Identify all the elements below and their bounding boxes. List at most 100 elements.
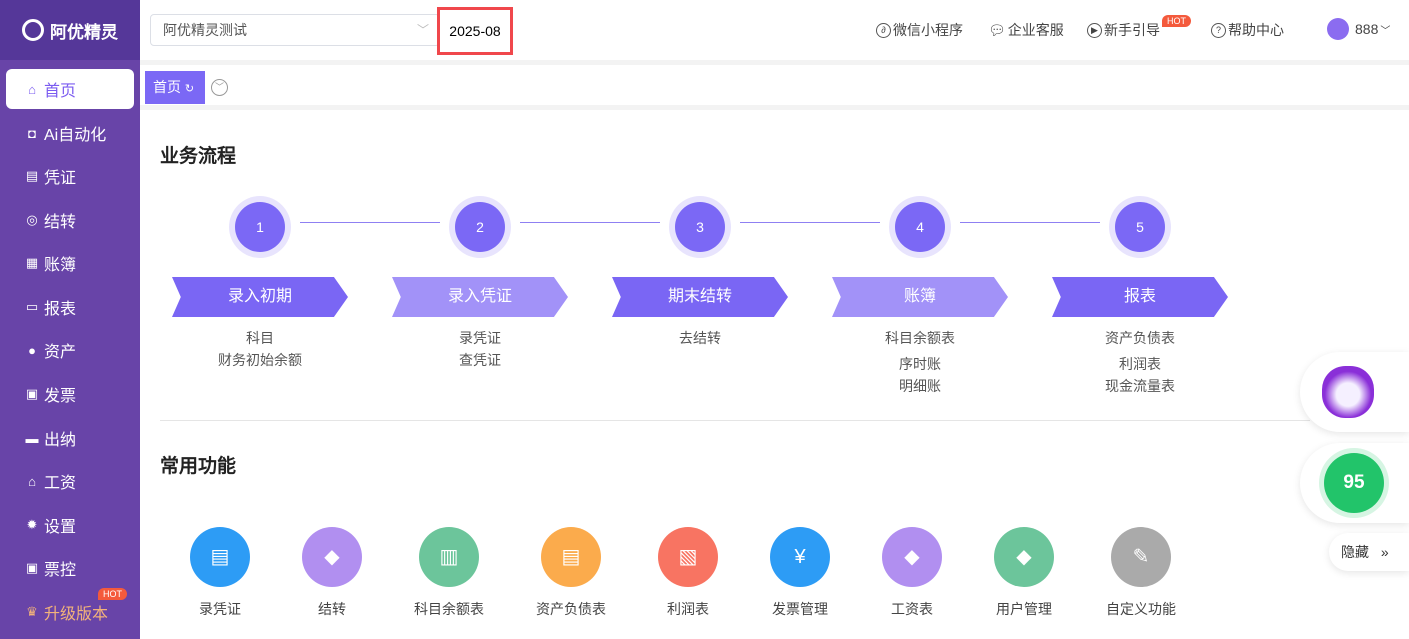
step-link[interactable]: 去结转 <box>679 330 721 346</box>
report-icon: ▭ <box>25 299 39 314</box>
user-name: 888 <box>1355 21 1379 37</box>
voucher-icon: ▤ <box>25 168 39 183</box>
step-link[interactable]: 明细账 <box>899 378 941 394</box>
step-link[interactable]: 现金流量表 <box>1105 378 1175 394</box>
step-number: 3 <box>675 202 725 252</box>
tab-home[interactable]: 首页 ↻ <box>145 71 205 104</box>
period-picker[interactable]: 2025-08 <box>437 7 513 55</box>
health-score-button[interactable]: 95 <box>1300 443 1409 523</box>
sidebar-item-10[interactable]: ✹设置 <box>6 505 134 545</box>
step-link[interactable]: 录凭证 <box>459 330 501 346</box>
help-center-link[interactable]: ?帮助中心 <box>1211 20 1284 40</box>
step-links: 去结转 <box>612 327 788 349</box>
user-menu[interactable]: 888﹀ <box>1327 18 1390 40</box>
function-item[interactable]: ◆结转 <box>272 527 392 619</box>
step-connector <box>740 222 880 223</box>
chevron-down-icon: ﹀ <box>416 23 429 37</box>
step-links: 录凭证查凭证 <box>392 327 568 371</box>
function-icon: ¥ <box>770 527 830 587</box>
step-link[interactable]: 查凭证 <box>459 352 501 368</box>
step-banner[interactable]: 录入初期 <box>172 277 348 317</box>
function-item[interactable]: ▥科目余额表 <box>389 527 509 619</box>
step-connector <box>300 222 440 223</box>
step-number: 1 <box>235 202 285 252</box>
chevron-down-icon: ﹀ <box>1380 25 1391 37</box>
step-link[interactable]: 资产负债表 <box>1105 330 1175 346</box>
hide-button[interactable]: 隐藏 » <box>1329 533 1409 571</box>
sidebar-item-11[interactable]: ▣票控 <box>6 548 134 588</box>
function-item[interactable]: ▤资产负债表 <box>511 527 631 619</box>
step-banner[interactable]: 期末结转 <box>612 277 788 317</box>
step-links: 资产负债表利润表现金流量表 <box>1052 327 1228 397</box>
sidebar-item-1[interactable]: ◘Ai自动化 <box>6 113 134 153</box>
sidebar-item-label: 发票 <box>44 388 77 405</box>
score-badge: 95 <box>1324 453 1384 513</box>
step-link[interactable]: 科目余额表 <box>885 330 955 346</box>
sidebar-item-5[interactable]: ▭报表 <box>6 287 134 327</box>
step-connector <box>520 222 660 223</box>
function-item[interactable]: ▧ 利润表 <box>628 527 748 619</box>
sidebar-item-label: 票控 <box>44 562 77 579</box>
step-link[interactable]: 序时账 <box>899 356 941 372</box>
function-item[interactable]: ◆用户管理 <box>964 527 1084 619</box>
wechat-mini-program-link[interactable]: ∂微信小程序 <box>876 20 963 40</box>
function-item[interactable]: ▤ 录凭证 <box>160 527 280 619</box>
logo: 阿优精灵 <box>0 0 140 60</box>
step-link[interactable]: 科目 <box>246 330 274 346</box>
divider <box>160 420 1310 421</box>
company-select[interactable]: 阿优精灵测试 ﹀ <box>150 14 440 46</box>
asset-icon: ● <box>28 342 36 358</box>
sidebar-item-3[interactable]: ◎结转 <box>6 200 134 240</box>
chat-icon: 💬︎ <box>988 21 1006 38</box>
function-icon: ✎ <box>1111 527 1171 587</box>
function-icon: ▤ <box>190 527 250 587</box>
function-label: 利润表 <box>667 601 709 617</box>
sidebar-item-6[interactable]: ● 资产 <box>6 330 134 370</box>
function-icon: ◆ <box>302 527 362 587</box>
function-label: 资产负债表 <box>536 601 606 617</box>
workflow-title: 业务流程 <box>160 146 237 167</box>
tab-label: 首页 <box>153 79 181 95</box>
sidebar-item-8[interactable]: ▬出纳 <box>6 418 134 458</box>
double-chevron-right-icon: » <box>1380 544 1389 560</box>
mini-program-icon: ∂ <box>876 22 891 38</box>
step-number: 5 <box>1115 202 1165 252</box>
step-banner[interactable]: 账簿 <box>832 277 1008 317</box>
tabs-dropdown-icon[interactable]: ﹀ <box>211 79 228 96</box>
step-links: 科目余额表序时账明细账 <box>832 327 1008 397</box>
function-label: 录凭证 <box>199 601 241 617</box>
step-link[interactable]: 利润表 <box>1119 356 1161 372</box>
customer-service-link[interactable]: 💬︎企业客服 <box>988 20 1064 40</box>
function-item[interactable]: ◆工资表 <box>852 527 972 619</box>
sidebar-item-label: 资产 <box>44 344 77 361</box>
sidebar-item-2[interactable]: ▤ 凭证 <box>6 156 134 196</box>
step-number: 2 <box>455 202 505 252</box>
step-banner[interactable]: 报表 <box>1052 277 1228 317</box>
function-icon: ▧ <box>658 527 718 587</box>
link-label: 企业客服 <box>1007 22 1064 38</box>
sidebar-item-0[interactable]: ⌂首页 <box>6 69 134 109</box>
sidebar-item-9[interactable]: ⌂ 工资 <box>6 461 134 501</box>
refresh-icon[interactable]: ↻ <box>184 83 195 95</box>
step-link[interactable]: 财务初始余额 <box>218 352 302 368</box>
company-name: 阿优精灵测试 <box>163 22 247 38</box>
hide-label: 隐藏 <box>1341 544 1369 560</box>
sidebar-item-7[interactable]: ▣ 发票 <box>6 374 134 414</box>
app-name: 阿优精灵 <box>50 22 118 42</box>
function-item[interactable]: ✎自定义功能 <box>1081 527 1201 619</box>
step-banner[interactable]: 录入凭证 <box>392 277 568 317</box>
sidebar-item-label: 凭证 <box>44 170 77 187</box>
salary-icon: ⌂ <box>28 473 36 489</box>
ai-assistant-button[interactable] <box>1300 352 1409 432</box>
step-connector <box>960 222 1100 223</box>
sidebar-item-label: 工资 <box>44 475 77 492</box>
robot-icon: ◘ <box>28 125 36 141</box>
step-number: 4 <box>895 202 945 252</box>
invoice-icon: ▣ <box>25 386 39 401</box>
sidebar-item-4[interactable]: ▦账簿 <box>6 243 134 283</box>
functions-title: 常用功能 <box>160 456 237 477</box>
function-item[interactable]: ¥发票管理 <box>740 527 860 619</box>
